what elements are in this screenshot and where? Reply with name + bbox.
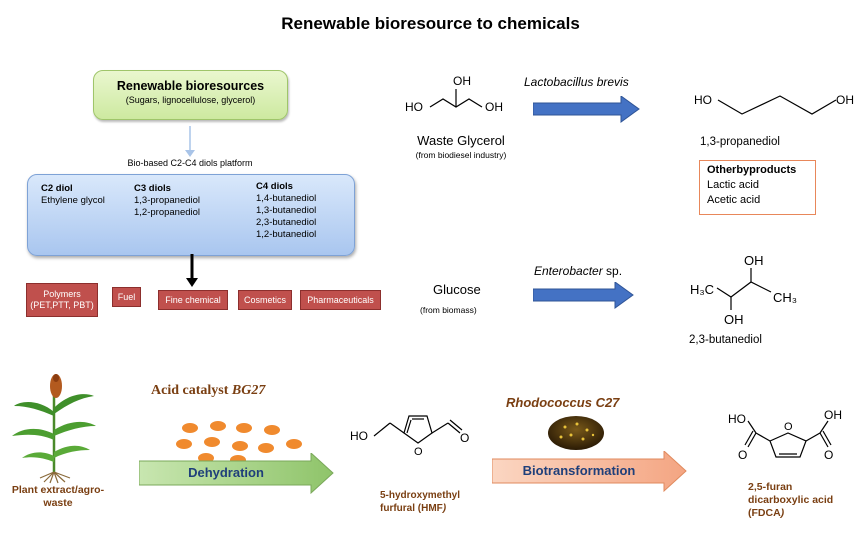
- application-pharmaceuticals: Pharmaceuticals: [300, 290, 381, 310]
- enterobacter-label: Enterobacter sp.: [534, 264, 622, 278]
- glucose-arrow: [533, 282, 634, 309]
- atom-label: O: [414, 446, 423, 458]
- atom-label: HO: [694, 93, 712, 107]
- butanediol-structure: H₃C OH CH₃ OH: [690, 253, 797, 327]
- c2-item: Ethylene glycol: [41, 195, 105, 206]
- plant-label: Plant extract/agro-waste: [11, 484, 105, 509]
- atom-label: HO: [350, 429, 368, 443]
- hmf-label: 5-hydroxymethyl furfural (HMF): [380, 489, 490, 515]
- atom-label: H₃C: [690, 282, 714, 297]
- catalyst-label: Acid catalyst BG27: [151, 383, 265, 399]
- fdca-structure: HO O O OH O: [728, 408, 842, 462]
- enterobacter-suffix: sp.: [602, 264, 623, 278]
- c2-column: C2 diol Ethylene glycol: [41, 183, 105, 207]
- application-polymers: Polymers (PET,PTT, PBT): [26, 283, 98, 317]
- atom-label: OH: [836, 93, 854, 107]
- hmf-name: 5-hydroxymethyl furfural (HMF: [380, 490, 461, 514]
- propanediol-structure: HO OH: [694, 93, 854, 115]
- c2-heading: C2 diol: [41, 183, 73, 194]
- atom-label: OH: [824, 408, 842, 422]
- c4-heading: C4 diols: [256, 181, 293, 192]
- c4-item: 1,2-butanediol: [256, 229, 317, 240]
- butanediol-label: 2,3-butanediol: [689, 334, 762, 346]
- atom-label: OH: [485, 100, 503, 114]
- c3-heading: C3 diols: [134, 183, 171, 194]
- fdca-label: 2,5-furan dicarboxylic acid (FDCA): [748, 481, 853, 520]
- microbe-culture-icon: [548, 416, 604, 450]
- atom-label: O: [824, 448, 833, 462]
- glucose-label: Glucose: [433, 282, 481, 297]
- bioresources-subtitle: (Sugars, lignocellulose, glycerol): [125, 95, 256, 105]
- platform-label: Bio-based C2-C4 diols platform: [127, 158, 253, 168]
- c4-item: 2,3-butanediol: [256, 217, 317, 228]
- hmf-structure: HO O O: [350, 415, 469, 458]
- application-fuel: Fuel: [112, 287, 141, 307]
- bioresources-box: Renewable bioresources (Sugars, lignocel…: [93, 70, 288, 120]
- byproduct-item: Lactic acid: [707, 179, 759, 191]
- fdca-close: ): [780, 507, 785, 519]
- biotransformation-label: Biotransformation: [522, 463, 636, 478]
- atom-label: O: [784, 421, 793, 433]
- catalyst-text: Acid catalyst: [151, 383, 232, 398]
- page-title: Renewable bioresource to chemicals: [281, 14, 580, 33]
- hmf-close: ): [442, 503, 447, 514]
- glycerol-structure: HO OH OH: [405, 74, 503, 114]
- glycerol-label: Waste Glycerol: [417, 133, 505, 148]
- bioresources-title: Renewable bioresources: [116, 79, 265, 93]
- atom-label: OH: [744, 253, 764, 268]
- catalyst-name: BG27: [231, 383, 266, 398]
- enterobacter-genus: Enterobacter: [534, 264, 603, 278]
- rhodococcus-label: Rhodococcus C27: [506, 395, 620, 410]
- propanediol-label: 1,3-propanediol: [700, 136, 780, 148]
- atom-label: HO: [405, 100, 423, 114]
- atom-label: OH: [724, 312, 744, 327]
- fdca-name: 2,5-furan dicarboxylic acid (FDCA: [748, 481, 834, 519]
- biotransformation-arrow: [492, 451, 687, 493]
- glycerol-source: (from biodiesel industry): [415, 150, 507, 160]
- platform-down-arrow: [186, 254, 198, 287]
- bioresource-arrow: [185, 126, 195, 157]
- glycerol-arrow: [533, 96, 640, 123]
- byproduct-item: Acetic acid: [707, 194, 761, 206]
- c4-item: 1,3-butanediol: [256, 205, 317, 216]
- atom-label: O: [460, 431, 469, 445]
- application-fine-chemical: Fine chemical: [158, 290, 228, 310]
- application-cosmetics: Cosmetics: [238, 290, 292, 310]
- byproducts-title: Otherbyproducts: [707, 164, 797, 176]
- c3-item: 1,2-propanediol: [134, 207, 201, 218]
- byproducts-box: Otherbyproducts Lactic acid Acetic acid: [699, 160, 816, 215]
- catalyst-beads-icon: [176, 421, 302, 465]
- atom-label: O: [738, 448, 747, 462]
- dehydration-arrow: [139, 453, 334, 495]
- plant-icon: [12, 374, 96, 484]
- atom-label: OH: [453, 74, 471, 88]
- c4-item: 1,4-butanediol: [256, 193, 317, 204]
- atom-label: CH₃: [773, 290, 797, 305]
- glucose-source: (from biomass): [420, 305, 477, 315]
- c4-column: C4 diols 1,4-butanediol 1,3-butanediol 2…: [256, 181, 316, 241]
- dehydration-label: Dehydration: [188, 465, 264, 480]
- c3-column: C3 diols 1,3-propanediol 1,2-propanediol: [134, 183, 200, 219]
- diols-platform-box: C2 diol Ethylene glycol C3 diols 1,3-pro…: [27, 174, 355, 256]
- c3-item: 1,3-propanediol: [134, 195, 201, 206]
- lactobacillus-label: Lactobacillus brevis: [524, 75, 629, 89]
- atom-label: HO: [728, 412, 746, 426]
